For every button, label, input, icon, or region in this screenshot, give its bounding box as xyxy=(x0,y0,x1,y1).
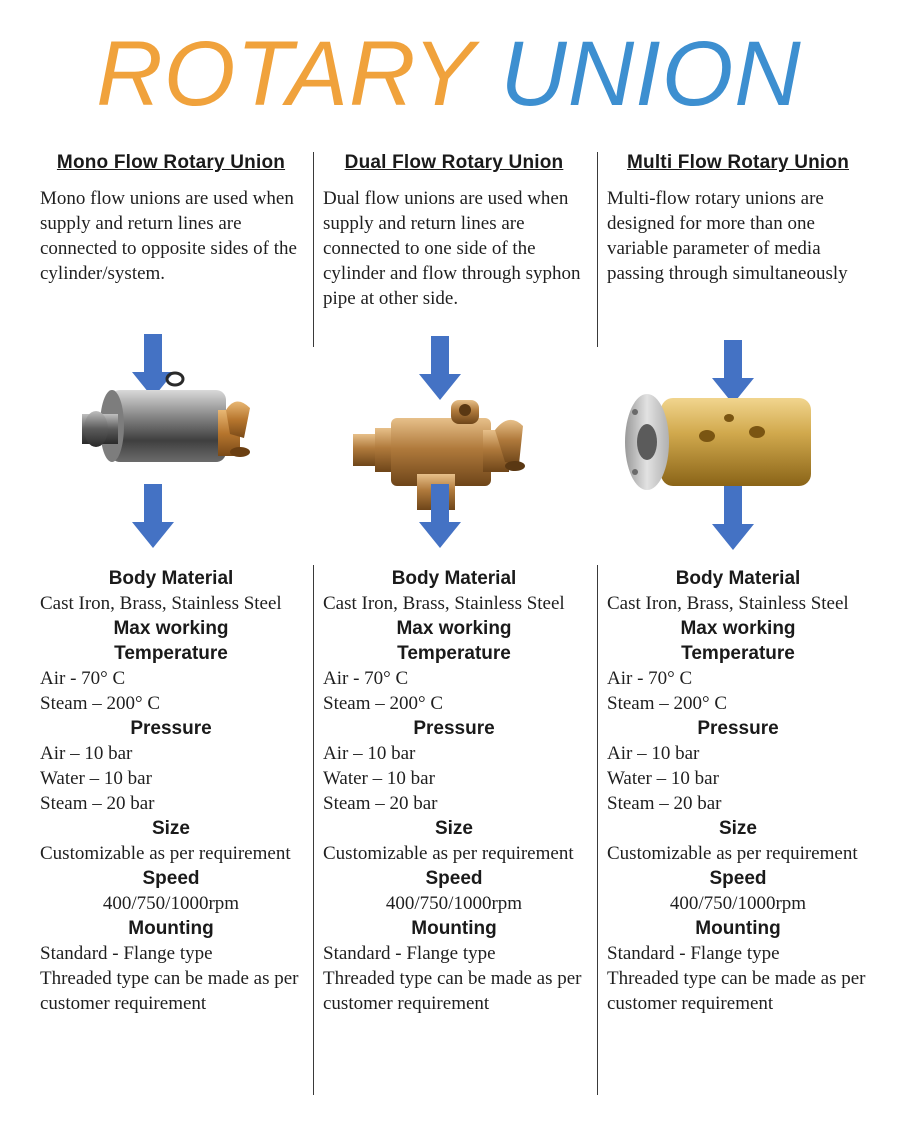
spec-value-mounting-threaded: Threaded type can be made as per custome… xyxy=(40,968,299,1014)
spec-heading-size: Size xyxy=(434,818,474,839)
spec-heading-body-material: Body Material xyxy=(391,568,517,589)
spec-heading-mounting: Mounting xyxy=(128,918,214,939)
spec-heading-body-material: Body Material xyxy=(675,568,801,589)
spec-value-pressure-water: Water – 10 bar xyxy=(40,768,152,789)
spec-heading-temperature-1: Max working xyxy=(113,618,229,639)
spec-heading-temperature-2: Temperature xyxy=(397,643,511,664)
column-dual-flow: Dual Flow Rotary Union Dual flow unions … xyxy=(323,152,585,1014)
arrow-down-icon xyxy=(712,340,754,404)
spec-heading-body-material: Body Material xyxy=(108,568,234,589)
page-title: ROTARY UNION xyxy=(0,24,898,124)
spec-value-speed: 400/750/1000rpm xyxy=(385,893,523,914)
column-heading: Mono Flow Rotary Union xyxy=(56,152,286,173)
spec-heading-temperature-2: Temperature xyxy=(114,643,228,664)
spec-value-temp-air: Air - 70° C xyxy=(323,668,409,689)
spec-value-temp-air: Air - 70° C xyxy=(40,668,126,689)
column-description: Dual flow unions are used when supply an… xyxy=(323,188,581,309)
spec-value-mounting-threaded: Threaded type can be made as per custome… xyxy=(607,968,866,1014)
column-description: Multi-flow rotary unions are designed fo… xyxy=(607,188,848,284)
mono-flow-union-icon xyxy=(82,371,250,462)
spec-heading-mounting: Mounting xyxy=(411,918,497,939)
spec-heading-pressure: Pressure xyxy=(130,718,212,739)
spec-value-temp-steam: Steam – 200° C xyxy=(40,693,161,714)
multi-flow-union-icon xyxy=(625,394,811,490)
spec-value-pressure-steam: Steam – 20 bar xyxy=(323,793,438,814)
arrow-down-icon xyxy=(132,484,174,548)
spec-heading-size: Size xyxy=(718,818,758,839)
dual-flow-union-icon xyxy=(353,400,525,510)
spec-value-temp-air: Air - 70° C xyxy=(607,668,693,689)
arrow-down-icon xyxy=(419,336,461,400)
spec-heading-mounting: Mounting xyxy=(695,918,781,939)
spec-value-pressure-water: Water – 10 bar xyxy=(323,768,435,789)
spec-heading-speed: Speed xyxy=(709,868,767,889)
title-word-rotary: ROTARY xyxy=(96,23,474,125)
arrow-down-icon xyxy=(419,484,461,548)
column-divider-3 xyxy=(313,565,314,1095)
arrow-down-icon xyxy=(132,334,174,398)
spec-value-body-material: Cast Iron, Brass, Stainless Steel xyxy=(40,593,282,614)
union-visual xyxy=(607,334,869,559)
spec-value-speed: 400/750/1000rpm xyxy=(102,893,240,914)
spec-value-temp-steam: Steam – 200° C xyxy=(323,693,444,714)
union-visual xyxy=(40,334,302,559)
spec-value-pressure-air: Air – 10 bar xyxy=(40,743,133,764)
spec-value-mounting-standard: Standard - Flange type xyxy=(323,943,496,964)
spec-value-size: Customizable as per requirement xyxy=(607,843,858,864)
spec-value-mounting-standard: Standard - Flange type xyxy=(40,943,213,964)
spec-heading-pressure: Pressure xyxy=(413,718,495,739)
spec-heading-size: Size xyxy=(151,818,191,839)
specs-block: Body Material Cast Iron, Brass, Stainles… xyxy=(607,566,869,1016)
spec-heading-speed: Speed xyxy=(425,868,483,889)
column-heading: Dual Flow Rotary Union xyxy=(344,152,564,173)
spec-value-pressure-steam: Steam – 20 bar xyxy=(607,793,722,814)
spec-value-mounting-threaded: Threaded type can be made as per custome… xyxy=(323,968,582,1014)
spec-value-body-material: Cast Iron, Brass, Stainless Steel xyxy=(607,593,849,614)
spec-value-size: Customizable as per requirement xyxy=(323,843,574,864)
column-divider-2 xyxy=(597,152,598,347)
spec-value-mounting-standard: Standard - Flange type xyxy=(607,943,780,964)
spec-value-speed: 400/750/1000rpm xyxy=(669,893,807,914)
spec-heading-temperature-2: Temperature xyxy=(681,643,795,664)
specs-block: Body Material Cast Iron, Brass, Stainles… xyxy=(323,566,585,1016)
spec-value-pressure-air: Air – 10 bar xyxy=(323,743,416,764)
arrow-down-icon xyxy=(712,486,754,550)
spec-value-body-material: Cast Iron, Brass, Stainless Steel xyxy=(323,593,565,614)
specs-block: Body Material Cast Iron, Brass, Stainles… xyxy=(40,566,302,1016)
title-word-union: UNION xyxy=(500,23,802,125)
spec-value-pressure-water: Water – 10 bar xyxy=(607,768,719,789)
spec-heading-pressure: Pressure xyxy=(697,718,779,739)
spec-heading-temperature-1: Max working xyxy=(680,618,796,639)
spec-value-temp-steam: Steam – 200° C xyxy=(607,693,728,714)
column-heading: Multi Flow Rotary Union xyxy=(626,152,850,173)
column-divider-1 xyxy=(313,152,314,347)
column-divider-4 xyxy=(597,565,598,1095)
spec-value-pressure-steam: Steam – 20 bar xyxy=(40,793,155,814)
union-visual xyxy=(323,334,585,559)
column-mono-flow: Mono Flow Rotary Union Mono flow unions … xyxy=(40,152,302,1014)
column-multi-flow: Multi Flow Rotary Union Multi-flow rotar… xyxy=(607,152,869,1014)
spec-value-size: Customizable as per requirement xyxy=(40,843,291,864)
column-description: Mono flow unions are used when supply an… xyxy=(40,188,297,284)
spec-value-pressure-air: Air – 10 bar xyxy=(607,743,700,764)
spec-heading-temperature-1: Max working xyxy=(396,618,512,639)
spec-heading-speed: Speed xyxy=(142,868,200,889)
